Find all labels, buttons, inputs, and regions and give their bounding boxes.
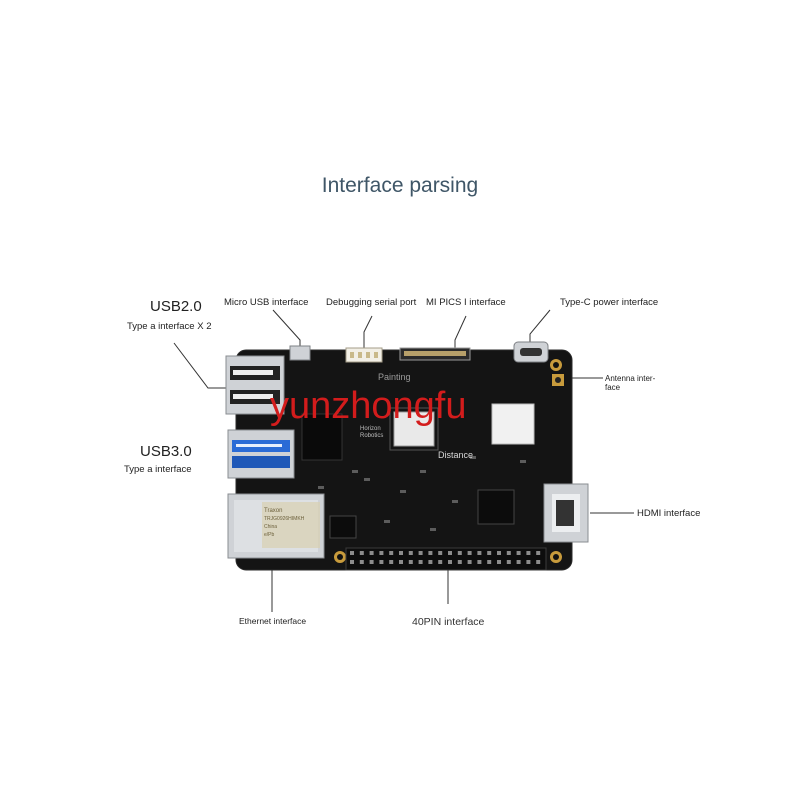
gpio-pin [457,551,462,555]
gpio-pin [350,560,354,564]
ethernet-label: Ethernet interface [239,616,307,626]
usb2-port [225,355,285,415]
gpio-pin [467,560,472,564]
distance-text: Distance [438,450,473,460]
hdmi-label: HDMI interface [637,508,701,519]
gpio-pin [369,560,374,564]
gpio-pin [506,560,511,564]
gpio-pin [457,560,462,564]
mag-label-1: Traxon [264,508,282,514]
gpio-pin [477,551,482,555]
usb2-label: USB2.0 [150,298,202,315]
micro-usb-label: Micro USB interface [224,297,309,308]
gpio-pin [350,551,354,555]
gpio-pin [438,560,443,564]
hdmi-port [543,483,589,543]
main-soc [393,411,435,447]
mag-label-2: TRJG0926HIMKH [264,516,305,522]
usb2-sublabel: Type a interface X 2 [127,321,212,332]
secondary-chip [477,489,515,525]
debug-serial-label: Debugging serial port [326,297,417,308]
micro-usb-port [289,345,311,361]
gpio-pin [526,560,531,564]
gpio-pin [359,560,364,564]
gpio-pin [399,560,403,564]
usb3-label: USB3.0 [140,443,192,460]
gpio-pin [536,560,541,564]
gpio-pin [438,551,443,555]
gpio-pin [379,551,384,555]
gpio-pin [477,560,482,564]
debug-serial-port [345,347,383,363]
mag-label-3: China [264,524,277,530]
gpio-pin [408,551,413,555]
gpio-pin [516,551,521,555]
gpio-pin [389,560,394,564]
memory-chip [301,413,343,461]
silk-painting: Painting [378,372,411,382]
gpio-pin [408,560,413,564]
leader-debug-serial [363,315,373,350]
watermark-text: yunzhongfu [270,385,467,427]
ethernet-port [227,493,325,559]
gpio-pin [526,551,531,555]
antenna-label-line2: face [605,383,621,392]
gpio-pin [487,560,492,564]
page-title: Interface parsing [321,174,479,197]
gpio-pin [467,551,472,555]
soc-label-1: Horizon [360,426,381,432]
gpio-pin [379,560,384,564]
gpio-pin [389,551,394,555]
gpio-header [345,547,547,571]
gpio-pin [516,560,521,564]
gpio-pin [448,551,452,555]
gpio-pin [497,551,501,555]
gpio-pin [418,551,423,555]
gpio-pin [399,551,403,555]
gpio-pin [497,560,501,564]
gpio-pin [418,560,423,564]
type-c-label: Type-C power interface [560,297,659,308]
antenna-label-line1: Antenna inter- [605,374,656,383]
small-chip [329,515,357,539]
wifi-module [491,403,535,445]
gpio-pin [506,551,511,555]
soc-label-2: Robotics [360,433,383,439]
gpio-pin [369,551,374,555]
gpio-pin [487,551,492,555]
mipi-csi-label: MI PICS I interface [426,297,506,308]
mag-label-4: e/Pb [264,532,275,538]
gpio-pin [428,551,433,555]
gpio-pin [359,551,364,555]
leader-type-c [529,309,551,346]
gpio-pin [536,551,541,555]
usb3-sublabel: Type a interface [124,464,192,475]
leader-mipi-csi [454,315,467,352]
gpio-pin [448,560,452,564]
usb3-port [227,429,295,479]
gpio-pin [428,560,433,564]
gpio40-label: 40PIN interface [412,616,485,628]
